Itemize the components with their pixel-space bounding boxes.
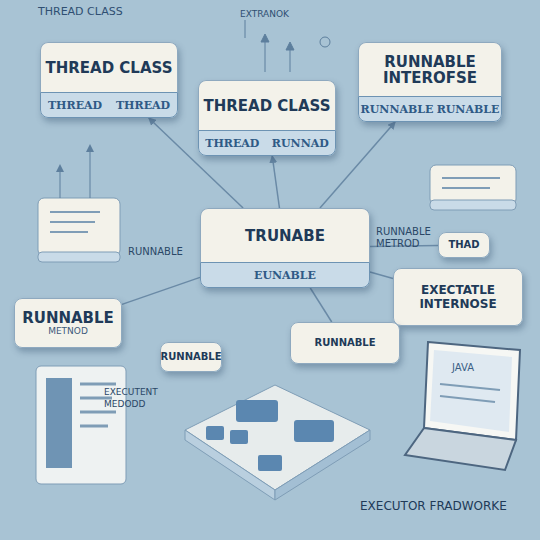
- annotation-label: RUNNABLE METROD: [376, 226, 434, 250]
- connector-arrow: [272, 156, 279, 208]
- side-text: RUNNAD: [272, 137, 329, 150]
- box-title: RUNNABLE: [160, 351, 221, 363]
- box-face: RUNNABLE: [160, 342, 222, 372]
- side-text: RUNNABLE: [361, 103, 434, 116]
- box-side: EUNABLE: [200, 262, 370, 288]
- box-title: THREAD CLASS: [204, 98, 331, 114]
- box-face: RUNNABLEMETNOD: [14, 298, 122, 348]
- box-face: THAD: [438, 232, 490, 258]
- box-face: THREAD CLASS: [40, 42, 178, 92]
- diagram-title: THREAD CLASS: [38, 6, 123, 18]
- box-title: THAD: [448, 239, 479, 251]
- laptop: [405, 342, 520, 470]
- box-title: TRUNABE: [245, 228, 325, 244]
- connector-arrow: [370, 272, 393, 279]
- box-title: RUNNABLE: [314, 337, 375, 349]
- class-box: THREAD CLASS THREAD RUNNAD: [198, 80, 336, 156]
- class-box: RUNNABLE INTEROFSE RUNNABLERUNABLE: [358, 42, 502, 122]
- executor-platform: [185, 385, 370, 500]
- box-side: RUNNABLERUNABLE: [358, 96, 502, 122]
- side-text: THREAD: [205, 137, 259, 150]
- annotation-label: EXECUTOR FRADWORKE: [360, 500, 507, 512]
- annotation-label: JAVA: [452, 362, 502, 374]
- screen-panel: [36, 366, 126, 484]
- class-box: TRUNABE EUNABLE: [200, 208, 370, 288]
- box-title: RUNNABLE: [22, 310, 114, 326]
- annotation-label: EXTRANOK: [240, 8, 320, 20]
- connector-arrow: [122, 277, 200, 304]
- side-text: THREAD: [48, 99, 102, 112]
- box-title: THREAD CLASS: [46, 60, 173, 76]
- box-subtitle: METNOD: [48, 326, 88, 337]
- connector-arrow: [310, 288, 331, 322]
- annotation-label: EXECUTENT MEDODD: [104, 386, 180, 410]
- box-side: THREAD RUNNAD: [198, 130, 336, 156]
- box-face: RUNNABLE INTEROFSE: [358, 42, 502, 96]
- panel-icon: [430, 165, 516, 210]
- class-box: THAD: [438, 232, 490, 258]
- box-side: THREAD THREAD: [40, 92, 178, 118]
- side-text: RUNABLE: [437, 103, 500, 116]
- class-box: THREAD CLASS THREAD THREAD: [40, 42, 178, 118]
- box-title: EXECTATLE INTERNOSE: [398, 283, 518, 311]
- side-text: EUNABLE: [254, 269, 316, 282]
- class-box: EXECTATLE INTERNOSE: [393, 268, 523, 326]
- box-face: RUNNABLE: [290, 322, 400, 364]
- class-box: RUNNABLEMETNOD: [14, 298, 122, 348]
- arrow-icons: [245, 20, 330, 72]
- box-face: EXECTATLE INTERNOSE: [393, 268, 523, 326]
- class-box: RUNNABLE: [290, 322, 400, 364]
- side-text: THREAD: [116, 99, 170, 112]
- box-title: RUNNABLE INTEROFSE: [363, 54, 497, 86]
- box-face: TRUNABE: [200, 208, 370, 262]
- class-box: RUNNABLE: [160, 342, 222, 372]
- annotation-label: RUNNABLE: [128, 246, 198, 258]
- box-face: THREAD CLASS: [198, 80, 336, 130]
- panel-icon: [38, 144, 120, 262]
